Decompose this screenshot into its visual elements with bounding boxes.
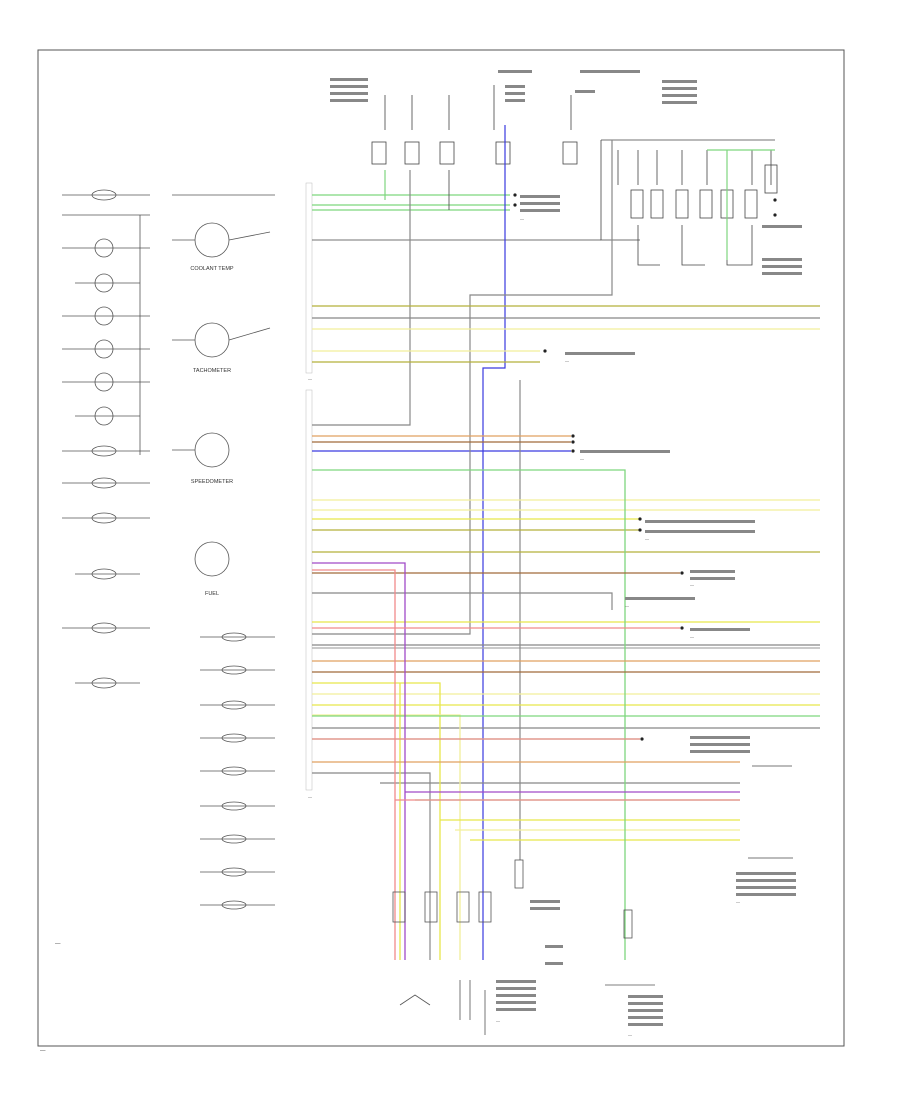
- right-label-2: —: [565, 358, 569, 363]
- splice-points: [513, 193, 777, 741]
- footer-code: —: [40, 1048, 46, 1054]
- bulb-row: [62, 477, 150, 489]
- gauge-tachometer: [172, 322, 271, 358]
- bulb-row: [75, 406, 140, 426]
- right-labels: [520, 195, 802, 896]
- bulb-row: [62, 339, 150, 359]
- bulb-row: [75, 568, 140, 580]
- bulb-row: [62, 189, 150, 216]
- bottom-label-block: [496, 900, 663, 1026]
- right-label-4: —: [645, 536, 649, 541]
- left-device-column: [62, 189, 150, 689]
- relay-box: [600, 139, 778, 266]
- top-fuse-feeds: [371, 85, 578, 165]
- bulb-row: [62, 512, 150, 524]
- bottom-connectors: [392, 859, 655, 1035]
- gauge-fuel: [194, 541, 230, 577]
- wire-orange: [312, 435, 820, 763]
- right-label-3: —: [580, 456, 584, 461]
- wire-yellow: [312, 305, 820, 960]
- right-label-5: —: [690, 582, 694, 587]
- bottom-label-1: —: [496, 1018, 500, 1023]
- connector-pins: [305, 182, 313, 791]
- gauge-label-speedometer: SPEEDOMETER: [191, 479, 233, 485]
- gauge-coolant: [172, 222, 271, 258]
- gauge-label-tachometer: TACHOMETER: [193, 368, 231, 374]
- bulb-row: [62, 622, 150, 634]
- right-label-7: —: [690, 634, 694, 639]
- gauge-column: [172, 194, 275, 577]
- top-label-block: [330, 70, 697, 104]
- lower-indicator-column: [200, 632, 275, 910]
- connector-label-b: —: [308, 794, 312, 799]
- right-label-1: —: [520, 216, 524, 221]
- gauge-label-fuel: FUEL: [205, 591, 219, 597]
- wire-blue: [312, 125, 571, 960]
- bottom-label-2: —: [628, 1032, 632, 1037]
- wire-purple: [312, 562, 740, 960]
- diagram-border: [37, 49, 845, 1047]
- wire-group-top: [312, 149, 775, 260]
- right-label-8: —: [736, 899, 740, 904]
- gauge-speedometer: [172, 432, 230, 468]
- right-label-6: —: [625, 603, 629, 608]
- connector-label-a: —: [308, 376, 312, 381]
- cluster-label: —: [55, 941, 61, 947]
- bulb-row: [62, 445, 150, 457]
- bulb-row: [75, 273, 140, 293]
- bulb-row: [62, 306, 150, 326]
- bulb-row: [62, 238, 150, 258]
- bulb-row: [75, 677, 140, 689]
- wire-gray: [312, 140, 820, 960]
- gauge-label-coolant: COOLANT TEMP: [190, 266, 234, 272]
- bulb-row: [62, 372, 150, 392]
